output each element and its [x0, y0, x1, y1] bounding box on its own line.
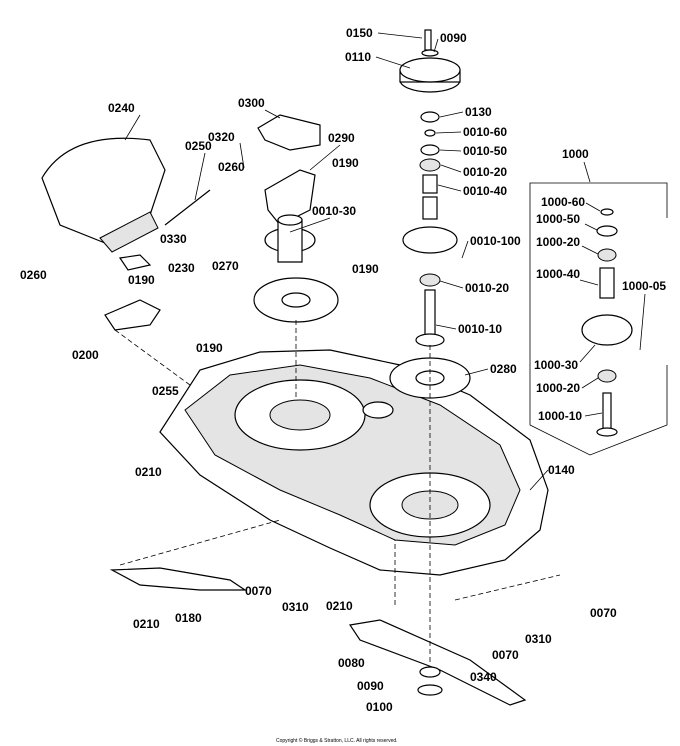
- callout-0190: 0190: [352, 262, 379, 276]
- callout-0140: 0140: [548, 463, 575, 477]
- callout-0340: 0340: [470, 670, 497, 684]
- callout-0200: 0200: [72, 348, 99, 362]
- callout-0240: 0240: [108, 101, 135, 115]
- callout-0070: 0070: [245, 584, 272, 598]
- callout-0290: 0290: [328, 131, 355, 145]
- callout-0010-10: 0010-10: [458, 322, 502, 336]
- callout-0230: 0230: [168, 261, 195, 275]
- bracket-0300: [257, 114, 321, 151]
- callout-0010-20: 0010-20: [463, 165, 507, 179]
- callout-0010-50: 0010-50: [463, 144, 507, 158]
- callout-0010-100: 0010-100: [470, 234, 521, 248]
- discharge-chute: [41, 137, 166, 253]
- callout-0080: 0080: [338, 656, 365, 670]
- callout-0210: 0210: [135, 465, 162, 479]
- callout-0255: 0255: [152, 384, 179, 398]
- callout-0300: 0300: [238, 96, 265, 110]
- callout-0010-60: 0010-60: [463, 125, 507, 139]
- baffle: [109, 567, 247, 591]
- kit-1000-box: [529, 182, 668, 456]
- callout-0090: 0090: [357, 679, 384, 693]
- callout-1000-30: 1000-30: [534, 358, 578, 372]
- callout-0100: 0100: [366, 700, 393, 714]
- callout-1000-40: 1000-40: [536, 267, 580, 281]
- callout-1000-50: 1000-50: [536, 212, 580, 226]
- callout-0280: 0280: [490, 362, 517, 376]
- callout-0310: 0310: [282, 600, 309, 614]
- callout-0190: 0190: [128, 273, 155, 287]
- bracket-0290: [264, 169, 316, 226]
- callout-0190: 0190: [196, 341, 223, 355]
- callout-0210: 0210: [133, 617, 160, 631]
- callout-0190: 0190: [332, 156, 359, 170]
- callout-0250: 0250: [185, 139, 212, 153]
- callout-0180: 0180: [175, 611, 202, 625]
- callout-0320: 0320: [208, 130, 235, 144]
- callout-0130: 0130: [465, 105, 492, 119]
- callout-0210: 0210: [326, 599, 353, 613]
- callout-1000: 1000: [562, 147, 589, 161]
- callout-1000-20: 1000-20: [536, 235, 580, 249]
- chute-rod: [164, 189, 211, 226]
- callout-1000-20-lower: 1000-20: [536, 381, 580, 395]
- callout-0010-40: 0010-40: [463, 184, 507, 198]
- callout-0270: 0270: [212, 259, 239, 273]
- callouts: 0150 0090 0110 0130 0010-60 0010-50 0010…: [20, 26, 666, 714]
- copyright: Copyright © Briggs & Stratton, LLC. All …: [276, 737, 398, 744]
- callout-0310: 0310: [525, 632, 552, 646]
- leader-lines: [124, 32, 646, 491]
- callout-0010-20-lower: 0010-20: [465, 281, 509, 295]
- spindle-left: [253, 214, 339, 323]
- callout-1000-60: 1000-60: [541, 195, 585, 209]
- mower-deck: [159, 349, 549, 576]
- alignment-lines: [114, 320, 561, 665]
- spindle-right: [389, 29, 471, 399]
- callout-1000-05: 1000-05: [622, 279, 666, 293]
- spring: [118, 254, 152, 271]
- callout-0260: 0260: [218, 160, 245, 174]
- callout-0260: 0260: [20, 268, 47, 282]
- callout-0090: 0090: [440, 31, 467, 45]
- callout-0330: 0330: [160, 232, 187, 246]
- chute-bracket: [104, 299, 161, 331]
- callout-0110: 0110: [345, 50, 371, 64]
- callout-0150: 0150: [346, 26, 373, 40]
- callout-0070: 0070: [590, 606, 617, 620]
- callout-1000-10: 1000-10: [538, 409, 582, 423]
- callout-0070: 0070: [492, 648, 519, 662]
- blade-adapter: [419, 666, 441, 678]
- blade: [348, 619, 527, 706]
- callout-0010-30: 0010-30: [312, 204, 356, 218]
- washer: [417, 684, 443, 696]
